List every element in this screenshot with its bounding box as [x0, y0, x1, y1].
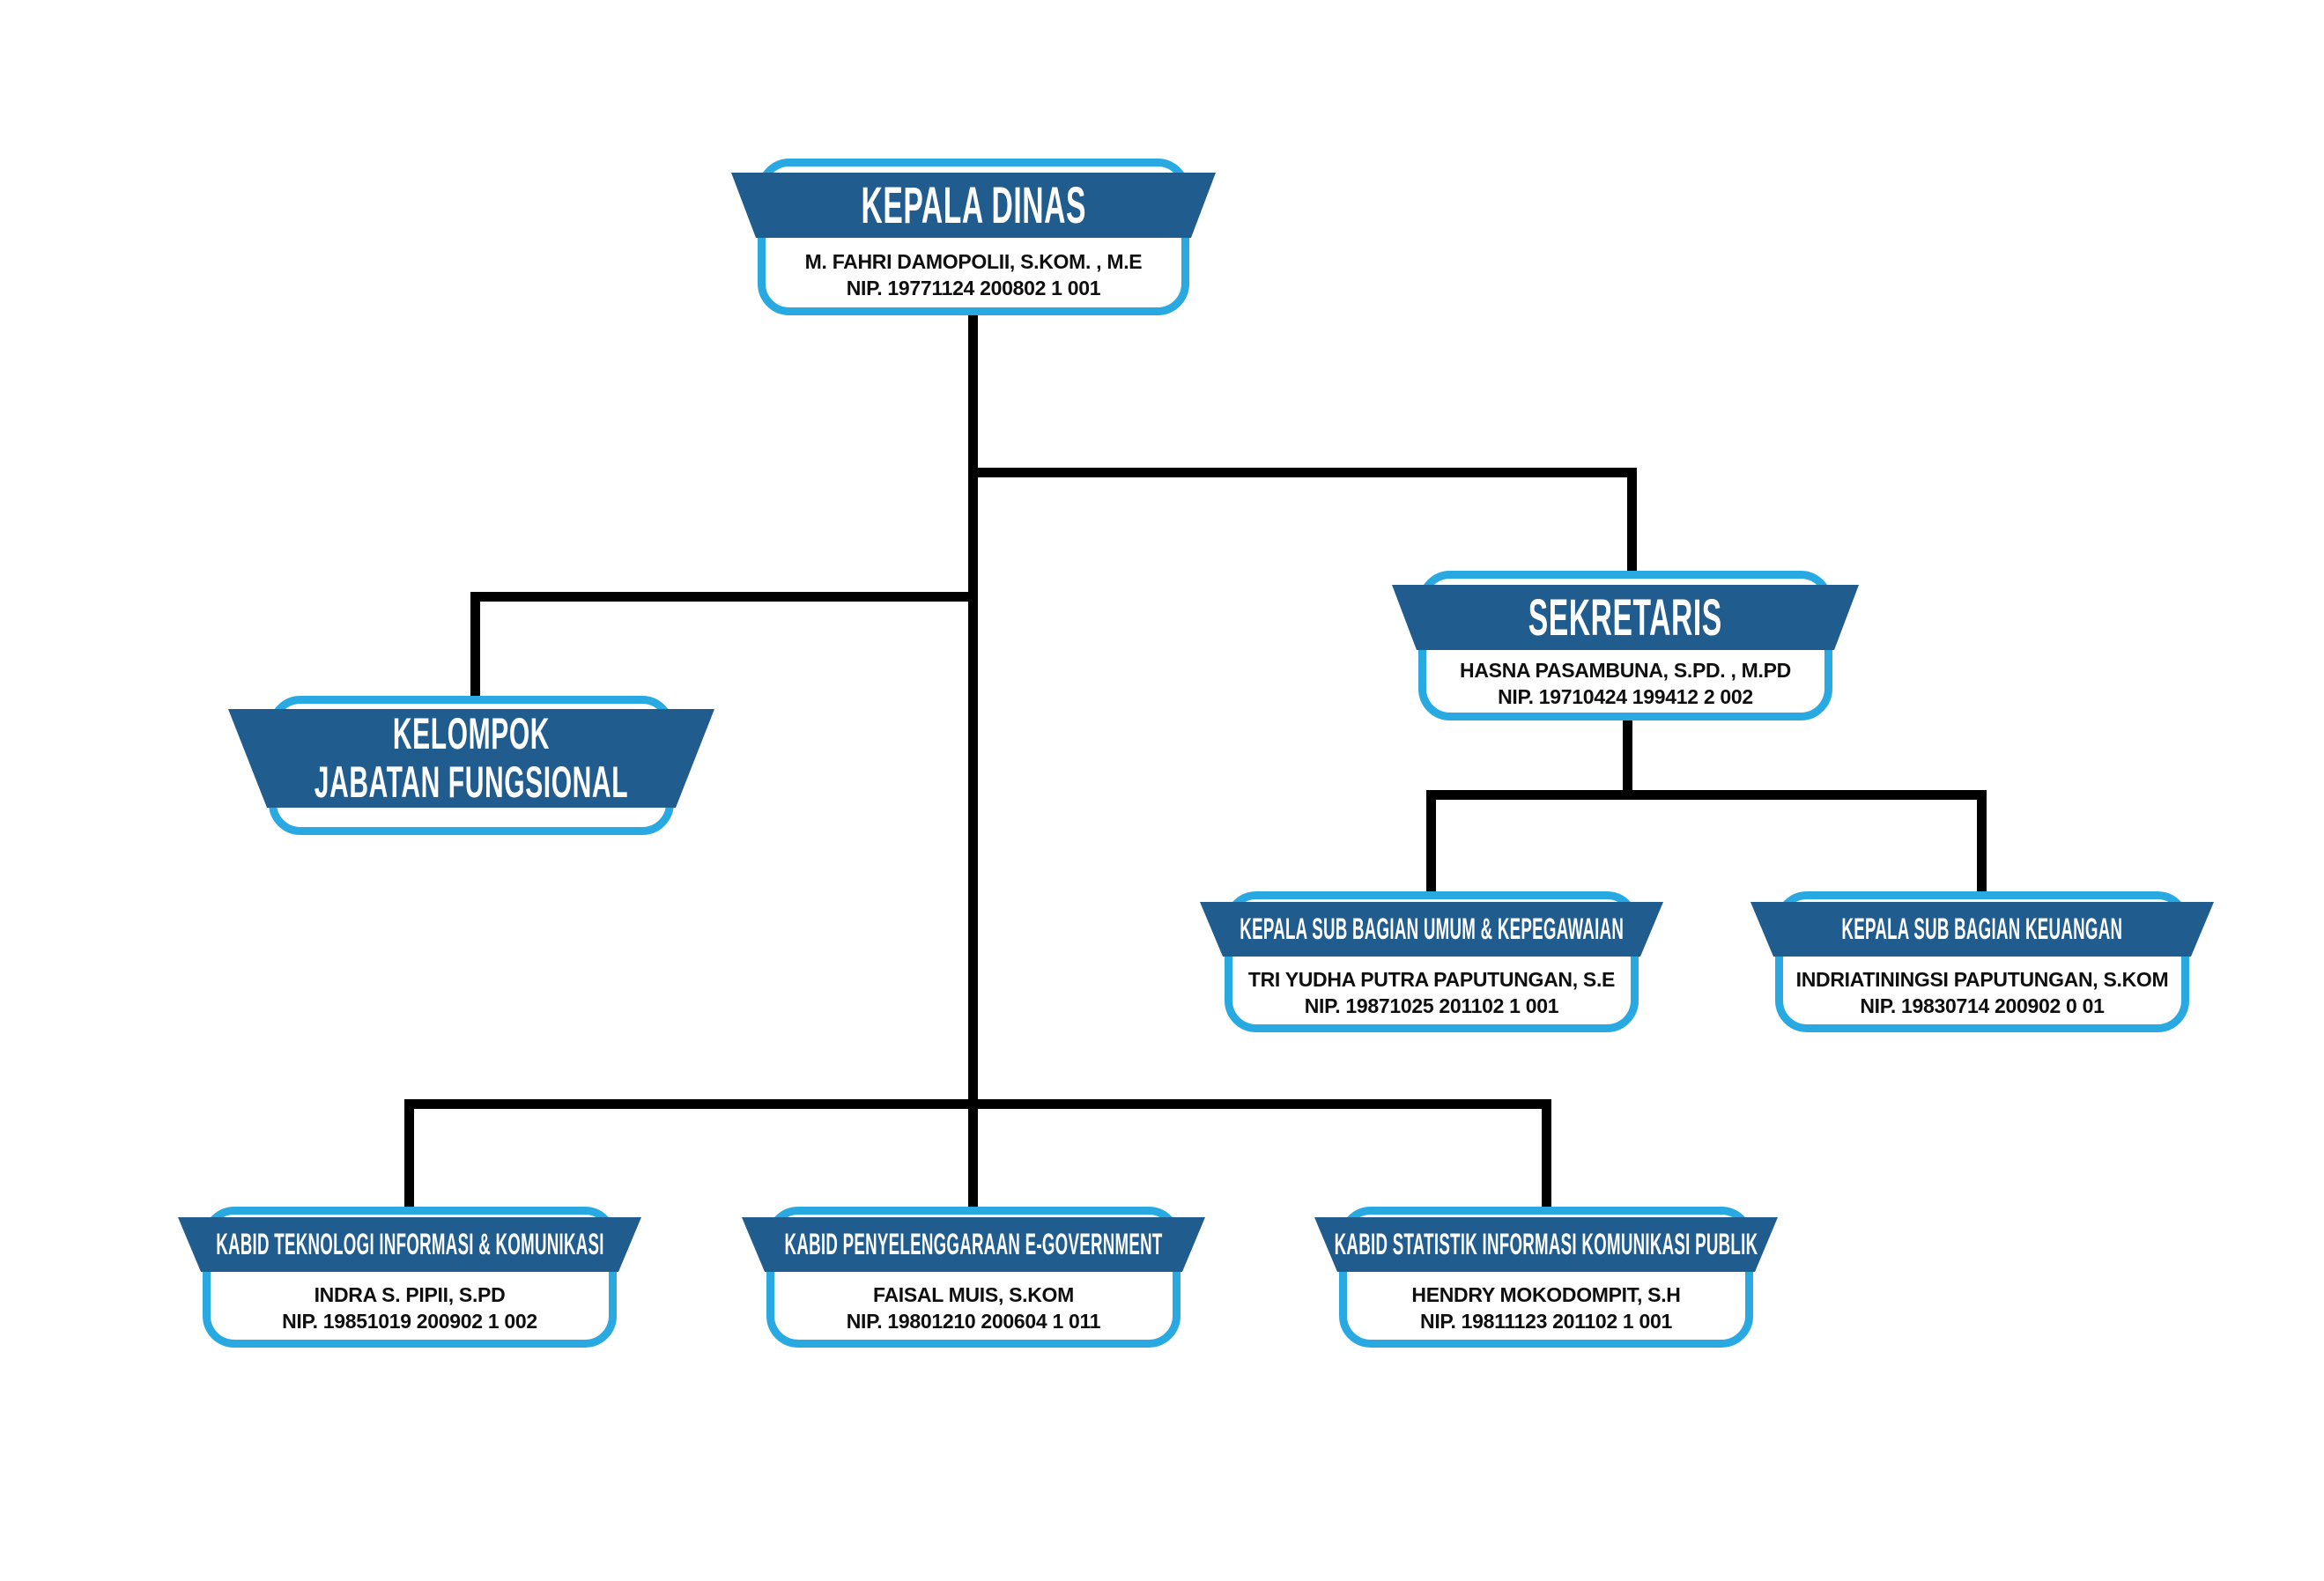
node-ribbon-banner: KABID STATISTIK INFORMASI KOMUNIKASI PUB…	[1314, 1217, 1778, 1272]
node-detail: INDRA S. PIPII, S.PD NIP. 19851019 20090…	[213, 1277, 606, 1339]
connector-subbagian-horizontal	[1426, 790, 1987, 800]
node-kabid-statistik: KABID STATISTIK INFORMASI KOMUNIKASI PUB…	[1339, 1207, 1753, 1348]
connector-sekretaris-drop	[1627, 468, 1637, 578]
node-person-nip: NIP. 19771124 200802 1 001	[846, 276, 1101, 299]
connector-sekretaris-horizontal	[968, 468, 1637, 477]
node-detail: HENDRY MOKODOMPIT, S.H NIP. 19811123 201…	[1350, 1277, 1743, 1339]
connector-kabid-horizontal	[404, 1099, 1551, 1109]
node-person-name: HENDRY MOKODOMPIT, S.H	[1411, 1282, 1681, 1306]
node-person-nip: NIP. 19801210 200604 1 011	[846, 1309, 1101, 1333]
connector-kelompok-horizontal	[470, 592, 978, 602]
node-title: KABID STATISTIK INFORMASI KOMUNIKASI PUB…	[1334, 1227, 1758, 1261]
connector-subbagian-keuangan-drop	[1977, 790, 1987, 898]
node-title: KELOMPOK JABATAN FUNGSIONAL	[315, 710, 628, 807]
node-detail: M. FAHRI DAMOPOLII, S.KOM. , M.E NIP. 19…	[768, 243, 1179, 307]
node-detail: TRI YUDHA PUTRA PAPUTUNGAN, S.E NIP. 198…	[1235, 962, 1628, 1023]
node-detail: HASNA PASAMBUNA, S.PD. , M.PD NIP. 19710…	[1429, 655, 1822, 712]
node-title: KABID PENYELENGGARAAN E-GOVERNMENT	[784, 1227, 1163, 1261]
node-person-name: TRI YUDHA PUTRA PAPUTUNGAN, S.E	[1247, 967, 1616, 991]
node-detail: INDRIATININGSI PAPUTUNGAN, S.KOM NIP. 19…	[1786, 962, 2179, 1023]
node-person-nip: NIP. 19710424 199412 2 002	[1498, 684, 1753, 708]
connector-kabid-tik-drop	[404, 1099, 414, 1214]
node-person-nip: NIP. 19830714 200902 0 01	[1860, 994, 2105, 1017]
node-title-line1: KELOMPOK	[392, 709, 551, 758]
connector-kelompok-drop	[470, 592, 480, 702]
node-ribbon-banner: KABID PENYELENGGARAAN E-GOVERNMENT	[742, 1217, 1205, 1272]
node-person-name: M. FAHRI DAMOPOLII, S.KOM. , M.E	[804, 249, 1143, 273]
node-person-nip: NIP. 19851019 200902 1 002	[282, 1309, 537, 1333]
connector-trunk-vertical	[968, 310, 978, 1211]
node-kasub-keuangan: KEPALA SUB BAGIAN KEUANGAN INDRIATININGS…	[1775, 891, 2189, 1032]
node-person-nip: NIP. 19871025 201102 1 001	[1304, 994, 1559, 1017]
node-title: KABID TEKNOLOGI INFORMASI & KOMUNIKASI	[215, 1227, 604, 1261]
node-kasub-umum-kepegawaian: KEPALA SUB BAGIAN UMUM & KEPEGAWAIAN TRI…	[1225, 891, 1639, 1032]
node-person-name: HASNA PASAMBUNA, S.PD. , M.PD	[1460, 658, 1791, 682]
node-ribbon-banner: KELOMPOK JABATAN FUNGSIONAL	[228, 709, 714, 808]
node-ribbon-banner: KEPALA SUB BAGIAN KEUANGAN	[1750, 902, 2214, 957]
node-title: KEPALA SUB BAGIAN UMUM & KEPEGAWAIAN	[1240, 912, 1624, 946]
connector-sekretaris-stub	[1623, 715, 1632, 800]
node-person-nip: NIP. 19811123 201102 1 001	[1420, 1309, 1672, 1333]
node-person-name: INDRIATININGSI PAPUTUNGAN, S.KOM	[1795, 967, 2169, 991]
node-sekretaris: SEKRETARIS HASNA PASAMBUNA, S.PD. , M.PD…	[1418, 571, 1832, 720]
connector-kabid-statistik-drop	[1542, 1099, 1551, 1214]
node-kepala-dinas: KEPALA DINAS M. FAHRI DAMOPOLII, S.KOM. …	[758, 159, 1189, 315]
node-detail: FAISAL MUIS, S.KOM NIP. 19801210 200604 …	[777, 1277, 1170, 1339]
node-person-name: FAISAL MUIS, S.KOM	[872, 1282, 1075, 1306]
node-kabid-egovernment: KABID PENYELENGGARAAN E-GOVERNMENT FAISA…	[766, 1207, 1181, 1348]
node-title: KEPALA SUB BAGIAN KEUANGAN	[1841, 912, 2123, 946]
node-title: KEPALA DINAS	[861, 176, 1086, 234]
node-title-line2: JABATAN FUNGSIONAL	[314, 757, 629, 807]
connector-subbagian-umum-drop	[1426, 790, 1436, 898]
node-kabid-teknologi-informasi: KABID TEKNOLOGI INFORMASI & KOMUNIKASI I…	[203, 1207, 617, 1348]
node-ribbon-banner: KABID TEKNOLOGI INFORMASI & KOMUNIKASI	[178, 1217, 641, 1272]
node-title: SEKRETARIS	[1528, 588, 1723, 646]
node-ribbon-banner: KEPALA SUB BAGIAN UMUM & KEPEGAWAIAN	[1200, 902, 1663, 957]
node-person-name: INDRA S. PIPII, S.PD	[314, 1282, 506, 1306]
node-ribbon-banner: KEPALA DINAS	[731, 173, 1216, 238]
node-ribbon-banner: SEKRETARIS	[1392, 585, 1859, 650]
node-kelompok-jabatan-fungsional: KELOMPOK JABATAN FUNGSIONAL	[269, 696, 674, 835]
